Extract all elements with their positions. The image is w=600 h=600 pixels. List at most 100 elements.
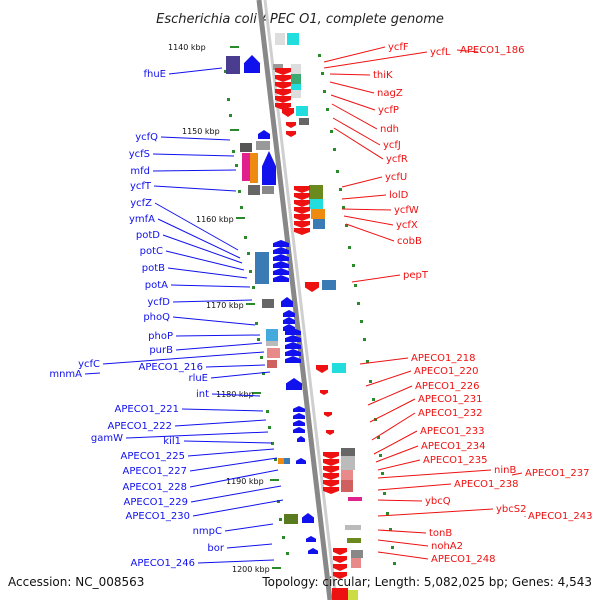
track-dot (224, 70, 227, 73)
track-dot (386, 512, 389, 515)
label-leader (341, 176, 383, 188)
gene-arrow-forward (294, 207, 310, 214)
gene-features (226, 33, 363, 600)
tick-label: 1200 kbp (232, 565, 270, 574)
gene-label-ycff: ycfF (388, 42, 409, 53)
label-leader (189, 457, 278, 472)
label-leader (174, 419, 267, 427)
track-dot (393, 562, 396, 565)
gene-feature (332, 363, 346, 373)
gene-feature (309, 199, 323, 209)
gene-label-ybcq: ybcQ (425, 496, 451, 507)
gene-arrow-forward (286, 122, 296, 128)
label-leader (511, 472, 523, 476)
gene-arrow-reverse (285, 328, 301, 335)
gene-feature (351, 550, 363, 558)
gene-label-apeco1-218: APECO1_218 (411, 353, 476, 364)
gene-label-apeco1-238: APECO1_238 (454, 479, 519, 490)
label-leader (172, 299, 253, 303)
gene-arrow-forward (323, 480, 339, 487)
gene-label-apeco1-230: APECO1_230 (126, 511, 191, 522)
label-leader (333, 127, 384, 160)
gene-label-ycfr: ycfR (386, 154, 408, 165)
gene-label-pota: potA (145, 280, 168, 291)
label-leader (175, 334, 261, 337)
label-leader (154, 202, 239, 251)
label-leader (152, 169, 237, 172)
gene-feature (341, 448, 355, 456)
gene-arrow-reverse (293, 420, 305, 426)
gene-arrow-forward (323, 459, 339, 466)
gene-feature (322, 280, 336, 290)
gene-arrow-reverse (308, 548, 318, 554)
gene-label-apeco1-231: APECO1_231 (418, 394, 483, 405)
gene-label-noha2: nohA2 (431, 541, 463, 552)
gene-arrow-reverse (286, 378, 302, 390)
gene-label-phop: phoP (148, 331, 173, 342)
gene-arrow-reverse (297, 436, 305, 442)
label-leader (377, 469, 492, 479)
track-dot (255, 322, 258, 325)
label-leader (172, 316, 256, 326)
label-leader (377, 499, 423, 502)
label-leader (224, 523, 274, 532)
gene-arrow-forward (323, 452, 339, 459)
label-leader (192, 499, 284, 517)
label-leader (323, 46, 386, 63)
gene-label-apeco1-227: APECO1_227 (123, 466, 188, 477)
gene-label-apeco1-220: APECO1_220 (414, 366, 479, 377)
gene-arrow-forward (324, 412, 332, 417)
gene-feature (299, 118, 309, 125)
gene-label-ycfw: ycfW (394, 205, 419, 216)
gene-feature (291, 64, 301, 74)
gene-feature (262, 186, 274, 194)
gene-arrow-reverse (273, 261, 289, 268)
label-leader (162, 234, 243, 264)
label-leader (160, 136, 231, 141)
gene-arrow-forward (323, 466, 339, 473)
track-dot (326, 108, 329, 111)
gene-label-apeco1-233: APECO1_233 (420, 426, 485, 437)
track-dot (232, 150, 235, 153)
gene-arrow-reverse (285, 356, 301, 363)
gene-feature (240, 143, 252, 152)
label-leader (165, 250, 245, 271)
gene-arrow-reverse (283, 317, 295, 324)
track-dot (348, 246, 351, 249)
tick-label: 1140 kbp (168, 43, 206, 52)
gene-feature (273, 64, 283, 70)
gene-label-ycfu: ycfU (385, 172, 407, 183)
gene-label-apeco1-186: APECO1_186 (460, 45, 525, 56)
track-dot (277, 500, 280, 503)
label-leader (332, 117, 381, 146)
gene-label-ycfl: ycfL (430, 47, 451, 58)
track-dot (240, 206, 243, 209)
gene-label-potb: potB (142, 263, 165, 274)
track-dot (363, 338, 366, 341)
track-dot (381, 472, 384, 475)
left-gene-labels: fhuEycfQycfSmfdycfTycfZymfApotDpotCpotBp… (49, 69, 225, 569)
gene-arrow-reverse (244, 55, 260, 73)
gene-arrow-reverse (258, 130, 270, 139)
gene-label-ycfd: ycfD (147, 297, 170, 308)
gene-arrow-reverse (296, 458, 306, 464)
track-dot (339, 188, 342, 191)
label-leader (341, 208, 392, 211)
gene-feature (278, 458, 284, 464)
gene-label-apeco1-243: APECO1_243 (528, 511, 593, 522)
gene-arrow-forward (326, 430, 334, 435)
gene-label-apeco1-232: APECO1_232 (418, 408, 483, 419)
label-leader (153, 185, 237, 192)
gene-arrow-reverse (273, 247, 289, 254)
gene-label-ycfj: ycfJ (383, 140, 401, 151)
gene-feature (266, 341, 278, 346)
gene-arrow-forward (294, 214, 310, 221)
track-dot (379, 454, 382, 457)
track-dot (360, 320, 363, 323)
track-dot (266, 410, 269, 413)
gene-arrow-forward (333, 564, 347, 571)
gene-feature (313, 219, 325, 229)
gene-label-mnma: mnmA (49, 369, 82, 380)
track-dot (323, 90, 326, 93)
